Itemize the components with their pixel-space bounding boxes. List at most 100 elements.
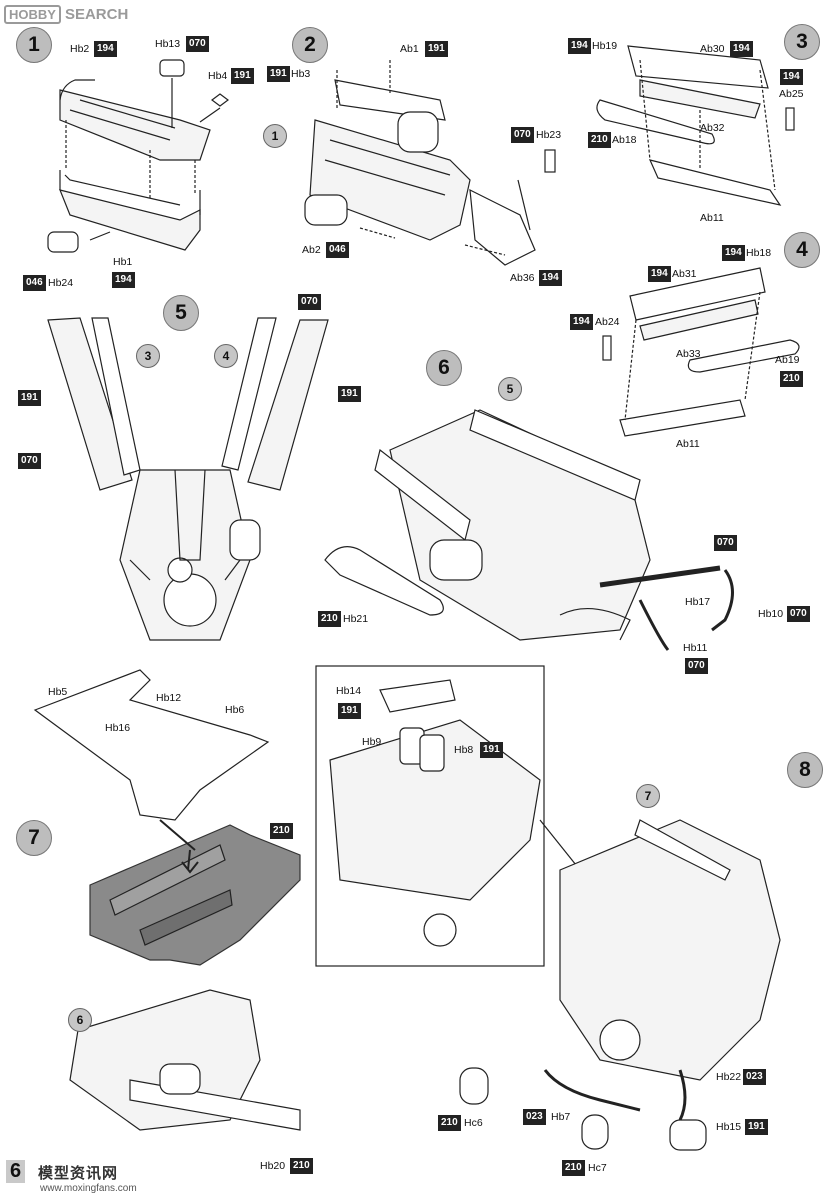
label-ab30: Ab30	[700, 43, 725, 55]
step1-drawing	[47, 59, 229, 253]
label-ab19: Ab19	[775, 354, 800, 366]
step3-drawing	[596, 45, 795, 206]
step7-drawing	[33, 669, 301, 1131]
color-code: 194	[780, 69, 803, 85]
label-hb24: Hb24	[48, 277, 74, 289]
watermark-logo: HOBBY	[4, 4, 61, 24]
label-ab32: Ab32	[700, 122, 725, 134]
label-hb21: Hb21	[343, 613, 369, 625]
ref-assembly-6: 6	[68, 1008, 92, 1032]
label-hb23: Hb23	[536, 129, 562, 141]
label-hb6: Hb6	[225, 704, 245, 716]
label-hb14: Hb14	[336, 685, 362, 697]
color-code: 191	[18, 390, 41, 406]
color-code: 046	[23, 275, 46, 291]
color-code: 070	[298, 294, 321, 310]
label-hb10: Hb10	[758, 608, 784, 620]
label-hb20: Hb20	[260, 1160, 286, 1172]
step-2-marker: 2	[292, 27, 328, 63]
label-hb15: Hb15	[716, 1121, 742, 1133]
color-code: 191	[267, 66, 290, 82]
hobbysearch-watermark: HOBBY SEARCH	[4, 4, 128, 24]
color-code: 194	[722, 245, 745, 261]
label-hb7: Hb7	[551, 1111, 571, 1123]
label-hb9: Hb9	[362, 736, 382, 748]
color-code: 210	[562, 1160, 585, 1176]
color-code: 070	[18, 453, 41, 469]
label-hb17: Hb17	[685, 596, 711, 608]
color-code: 210	[588, 132, 611, 148]
color-code: 191	[338, 703, 361, 719]
label-hb1: Hb1	[113, 256, 133, 268]
label-ab36: Ab36	[510, 272, 535, 284]
label-hb16: Hb16	[105, 722, 131, 734]
color-code: 023	[743, 1069, 766, 1085]
label-ab33: Ab33	[676, 348, 701, 360]
label-ab11-step4: Ab11	[676, 438, 700, 450]
color-code: 070	[685, 658, 708, 674]
color-code: 191	[425, 41, 448, 57]
label-hb5: Hb5	[48, 686, 68, 698]
label-hb8: Hb8	[454, 744, 474, 756]
label-hb3: Hb3	[291, 68, 311, 80]
color-code: 194	[94, 41, 117, 57]
color-code: 210	[780, 371, 803, 387]
step-6-marker: 6	[426, 350, 462, 386]
label-ab25: Ab25	[779, 88, 804, 100]
color-code: 191	[480, 742, 503, 758]
color-code: 070	[186, 36, 209, 52]
color-code: 191	[338, 386, 361, 402]
label-hb18: Hb18	[746, 247, 772, 259]
site-watermark: 模型资讯网	[38, 1165, 119, 1182]
label-hb13: Hb13	[155, 38, 181, 50]
label-hb11: Hb11	[683, 642, 708, 654]
label-ab31: Ab31	[672, 268, 697, 280]
color-code: 046	[326, 242, 349, 258]
ref-assembly-5: 5	[498, 377, 522, 401]
color-code: 191	[231, 68, 254, 84]
color-code: 194	[730, 41, 753, 57]
color-code: 194	[568, 38, 591, 54]
step-7-marker: 7	[16, 820, 52, 856]
label-hb19: Hb19	[592, 40, 618, 52]
step4-drawing	[602, 267, 800, 437]
color-code: 194	[648, 266, 671, 282]
label-hb12: Hb12	[156, 692, 182, 704]
label-ab18: Ab18	[612, 134, 637, 146]
color-code: 194	[539, 270, 562, 286]
watermark-text: SEARCH	[64, 5, 129, 23]
color-code: 210	[290, 1158, 313, 1174]
ref-assembly-4: 4	[214, 344, 238, 368]
step-3-marker: 3	[784, 24, 820, 60]
site-url: www.moxingfans.com	[40, 1183, 137, 1194]
color-code: 070	[787, 606, 810, 622]
page-number: 6	[6, 1160, 26, 1183]
color-code: 023	[523, 1109, 546, 1125]
label-ab1: Ab1	[400, 43, 419, 55]
step-5-marker: 5	[163, 295, 199, 331]
color-code: 194	[570, 314, 593, 330]
step-1-marker: 1	[16, 27, 52, 63]
color-code: 210	[438, 1115, 461, 1131]
label-ab2: Ab2	[302, 244, 321, 256]
color-code: 070	[511, 127, 534, 143]
ref-assembly-3: 3	[136, 344, 160, 368]
color-code: 194	[112, 272, 135, 288]
color-code: 070	[714, 535, 737, 551]
step-8-marker: 8	[787, 752, 823, 788]
label-ab11-step3: Ab11	[700, 212, 724, 224]
step8-drawing	[315, 665, 781, 1151]
color-code: 210	[318, 611, 341, 627]
step6-drawing	[324, 409, 734, 651]
label-hc7: Hc7	[588, 1162, 607, 1174]
step-4-marker: 4	[784, 232, 820, 268]
label-ab24: Ab24	[595, 316, 620, 328]
label-hb2: Hb2	[70, 43, 90, 55]
color-code: 191	[745, 1119, 768, 1135]
step2-drawing	[304, 60, 556, 266]
color-code: 210	[270, 823, 293, 839]
label-hb4: Hb4	[208, 70, 228, 82]
step5-drawing	[47, 317, 329, 641]
ref-assembly-1: 1	[263, 124, 287, 148]
